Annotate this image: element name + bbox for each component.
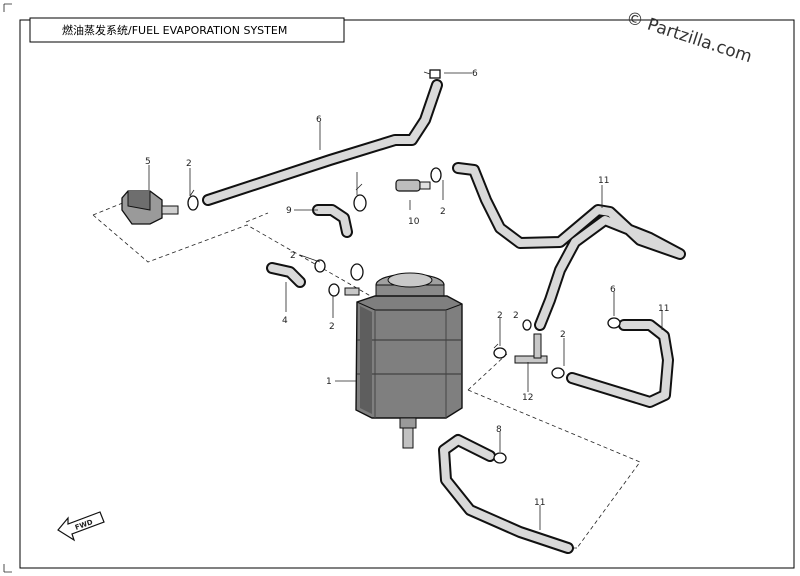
- part-1-canister: [344, 272, 463, 449]
- callout-4: 5: [145, 157, 151, 167]
- callout-2-d: 2: [329, 322, 335, 332]
- callout-11-right: 11: [658, 304, 669, 314]
- leader-lines: [148, 72, 663, 530]
- partzilla-watermark: © Partzilla.com: [623, 8, 754, 68]
- diagram-title: 燃油蒸发系统/FUEL EVAPORATION SYSTEM: [62, 23, 287, 37]
- part-6-clip-bottom: [493, 452, 507, 464]
- part-5-hose: [202, 79, 443, 206]
- callout-6-top: 6: [472, 69, 478, 79]
- callout-9: 10: [408, 217, 420, 227]
- callout-3: 4: [282, 316, 288, 326]
- dashed-guide-right: [467, 352, 641, 549]
- part-2-clip-d: [314, 259, 326, 273]
- callout-1: 1: [326, 377, 332, 387]
- callout-2-g: 2: [560, 330, 566, 340]
- part-2-clip-h: [522, 319, 532, 331]
- part-11-hose-right: [566, 319, 674, 408]
- part-8-clip-lower: [350, 263, 364, 281]
- callout-6-right: 6: [610, 285, 616, 295]
- callout-2-e: 2: [497, 311, 503, 321]
- callout-6-bottom: 8: [496, 425, 502, 435]
- part-10-hose: [452, 162, 686, 331]
- corner-mark-bottom-left: [3, 564, 12, 573]
- part-9-connector: [395, 179, 431, 192]
- callout-2-f: 2: [513, 311, 519, 321]
- corner-mark-top-left: [3, 3, 12, 12]
- callout-2-b: 2: [440, 207, 446, 217]
- part-11-hose-bottom: [438, 434, 574, 554]
- callout-12: 12: [522, 393, 533, 403]
- part-6-clip-top: [423, 69, 441, 79]
- part-3-hose: [266, 262, 306, 288]
- part-2-clip-e: [328, 283, 340, 297]
- diagram-frame: [19, 19, 795, 569]
- callout-10: 11: [598, 176, 609, 186]
- callout-2-a: 2: [186, 159, 192, 169]
- part-2-clip-b: [353, 183, 367, 212]
- callout-11-bottom: 11: [534, 498, 545, 508]
- title-box: [29, 17, 345, 43]
- fwd-arrow: FWD: [57, 511, 105, 542]
- part-6-clip-right: [607, 317, 621, 329]
- part-2-clip-c: [430, 167, 442, 183]
- callout-8: 9: [286, 206, 292, 216]
- part-12-t-fitting: [514, 333, 548, 364]
- callout-2-c: 2: [290, 251, 296, 261]
- part-2-clip-g: [551, 367, 565, 379]
- part-2-clip-f: [493, 343, 507, 359]
- part-2-clip-a: [187, 189, 199, 211]
- part-4-bracket: [121, 190, 179, 225]
- callout-5: 6: [316, 115, 322, 125]
- part-8-elbow-hose: [312, 204, 353, 238]
